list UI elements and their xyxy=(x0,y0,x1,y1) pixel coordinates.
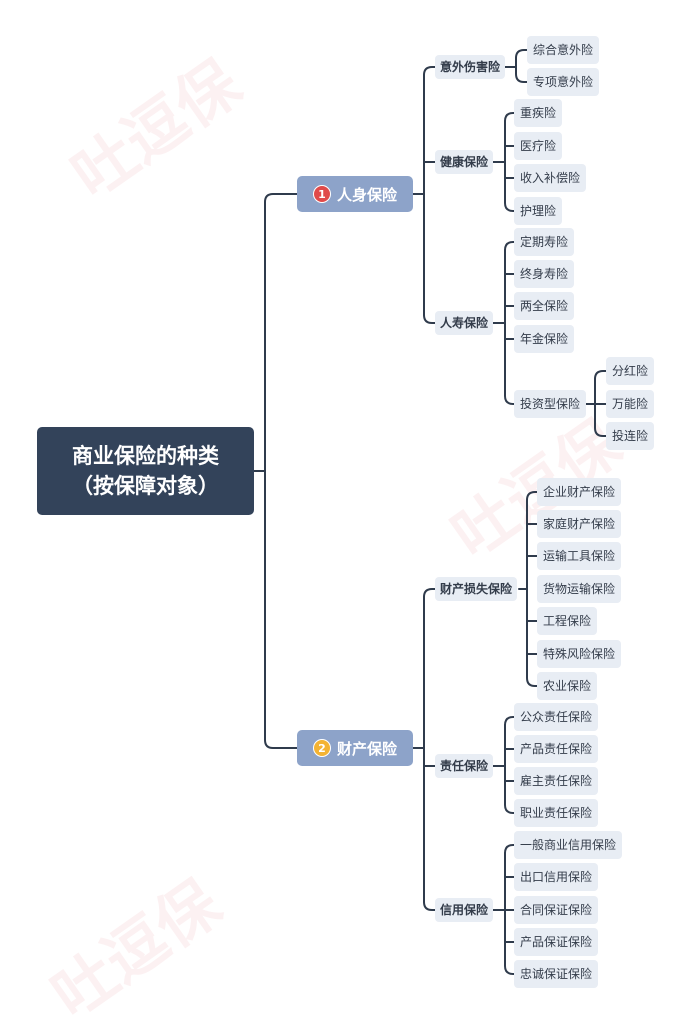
connector xyxy=(526,499,538,687)
connector xyxy=(423,66,436,76)
category-accident: 意外伤害险 xyxy=(435,55,506,79)
leaf-item: 工程保险 xyxy=(537,607,598,635)
leaf-item: 重疾险 xyxy=(514,99,563,127)
leaf-item: 定期寿险 xyxy=(514,228,575,256)
leaf-item: 专项意外险 xyxy=(527,68,600,96)
leaf-item: 护理险 xyxy=(514,197,563,225)
connector xyxy=(504,724,515,814)
leaf-item: 特殊风险保险 xyxy=(537,640,622,668)
leaf-item: 两全保险 xyxy=(514,292,575,320)
leaf-item: 职业责任保险 xyxy=(514,799,599,827)
leaf-item: 出口信用保险 xyxy=(514,863,599,891)
connector xyxy=(515,57,528,83)
connector xyxy=(504,249,515,405)
connector xyxy=(504,120,515,212)
connector xyxy=(594,378,607,437)
branch-personal-insurance: 1 人身保险 xyxy=(297,176,413,212)
leaf-item: 货物运输保险 xyxy=(537,575,622,603)
connector xyxy=(504,716,515,726)
branch-property-insurance: 2 财产保险 xyxy=(297,730,413,766)
root-node: 商业保险的种类 （按保障对象） xyxy=(37,427,254,515)
leaf-item: 终身寿险 xyxy=(514,260,575,288)
leaf-item: 公众责任保险 xyxy=(514,703,599,731)
connector xyxy=(504,852,515,975)
category-credit: 信用保险 xyxy=(435,898,494,922)
connector xyxy=(504,844,515,854)
branch-label: 人身保险 xyxy=(336,185,397,204)
leaf-item: 投资型保险 xyxy=(514,390,587,418)
connector xyxy=(594,370,607,380)
connector xyxy=(423,901,436,911)
connector xyxy=(526,491,538,501)
leaf-item: 投连险 xyxy=(606,422,655,450)
connector xyxy=(504,112,515,122)
leaf-item: 农业保险 xyxy=(537,672,598,700)
category-life: 人寿保险 xyxy=(435,311,494,335)
leaf-item: 综合意外险 xyxy=(527,36,600,64)
connector xyxy=(423,588,436,598)
connector xyxy=(253,193,298,472)
leaf-item: 家庭财产保险 xyxy=(537,510,622,538)
leaf-item: 运输工具保险 xyxy=(537,542,622,570)
category-liability: 责任保险 xyxy=(435,754,494,778)
leaf-item: 雇主责任保险 xyxy=(514,767,599,795)
leaf-item: 产品保证保险 xyxy=(514,928,599,956)
leaf-item: 一般商业信用保险 xyxy=(514,831,623,859)
connector xyxy=(264,470,298,749)
leaf-item: 企业财产保险 xyxy=(537,478,622,506)
root-title: 商业保险的种类 xyxy=(72,444,219,468)
connector xyxy=(515,49,528,59)
leaf-item: 分红险 xyxy=(606,357,655,385)
leaf-item: 产品责任保险 xyxy=(514,735,599,763)
leaf-item: 忠诚保证保险 xyxy=(514,960,599,988)
leaf-item: 合同保证保险 xyxy=(514,896,599,924)
connector xyxy=(504,241,515,251)
category-property-loss: 财产损失保险 xyxy=(435,577,518,601)
branch-label: 财产保险 xyxy=(336,739,397,758)
number-badge: 2 xyxy=(312,739,331,757)
root-subtitle: （按保障对象） xyxy=(72,474,219,498)
leaf-item: 医疗险 xyxy=(514,132,563,160)
leaf-item: 万能险 xyxy=(606,390,655,418)
leaf-item: 年金保险 xyxy=(514,325,575,353)
category-health: 健康保险 xyxy=(435,150,494,174)
number-badge: 1 xyxy=(312,185,331,203)
leaf-item: 收入补偿险 xyxy=(514,164,587,192)
connector xyxy=(423,314,436,324)
